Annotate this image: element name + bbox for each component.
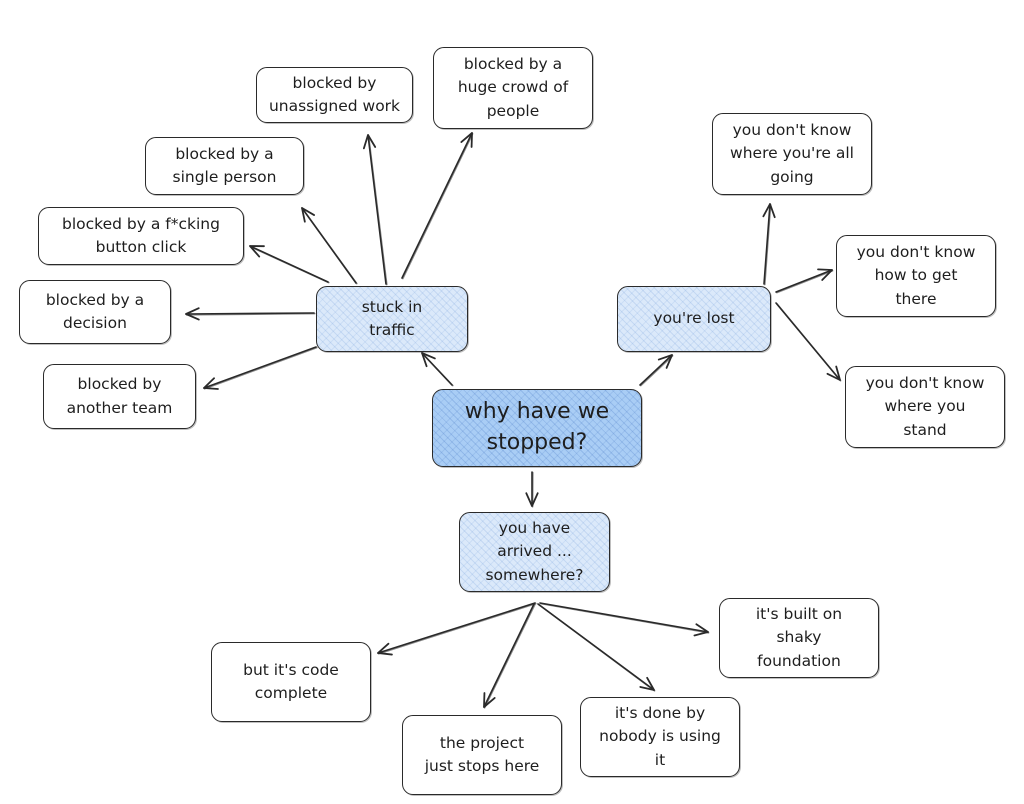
- arrow-lost-to-how-get: [775, 268, 834, 294]
- leaf-node-blocked-by-huge-crowd: blocked by a huge crowd of people: [433, 47, 593, 129]
- arrow-stuck-to-single: [301, 207, 358, 285]
- leaf-node-blocked-by-button-click: blocked by a f*cking button click: [38, 207, 244, 265]
- leaf-node-blocked-by-single-person: blocked by a single person: [145, 137, 304, 195]
- branch-node-youre-lost: you're lost: [617, 286, 771, 352]
- arrow-arrived-to-shaky: [539, 602, 710, 637]
- arrow-stuck-to-button: [249, 245, 330, 284]
- arrow-root-to-stuck: [421, 352, 454, 387]
- arrow-root-to-arrived: [525, 471, 539, 508]
- arrow-stuck-to-unassigned: [362, 134, 388, 286]
- leaf-node-dont-know-where-you-stand: you don't know where you stand: [845, 366, 1005, 448]
- arrow-stuck-to-team: [203, 346, 318, 390]
- arrow-stuck-to-decision: [185, 307, 316, 321]
- arrow-stuck-to-crowd: [401, 132, 474, 280]
- leaf-node-dont-know-where-going: you don't know where you're all going: [712, 113, 872, 195]
- leaf-node-dont-know-how-to-get-there: you don't know how to get there: [836, 235, 996, 317]
- arrow-arrived-to-code-complete: [377, 602, 537, 656]
- arrow-arrived-to-nobody: [537, 603, 656, 692]
- arrow-lost-to-where-stand: [775, 302, 842, 382]
- leaf-node-blocked-by-unassigned-work: blocked by unassigned work: [256, 67, 413, 123]
- branch-node-stuck-in-traffic: stuck in traffic: [316, 286, 468, 352]
- leaf-node-built-on-shaky-foundation: it's built on shaky foundation: [719, 598, 879, 678]
- branch-node-you-have-arrived: you have arrived ... somewhere?: [459, 512, 610, 592]
- root-node-why-have-we-stopped: why have we stopped?: [432, 389, 642, 467]
- arrow-arrived-to-project-stops: [483, 603, 536, 709]
- leaf-node-done-by-nobody-using-it: it's done by nobody is using it: [580, 697, 740, 777]
- leaf-node-project-just-stops-here: the project just stops here: [402, 715, 562, 795]
- arrow-lost-to-where-going: [762, 203, 776, 286]
- arrow-root-to-lost: [639, 354, 674, 387]
- leaf-node-blocked-by-decision: blocked by a decision: [19, 280, 171, 344]
- leaf-node-blocked-by-another-team: blocked by another team: [43, 364, 196, 429]
- leaf-node-but-its-code-complete: but it's code complete: [211, 642, 371, 722]
